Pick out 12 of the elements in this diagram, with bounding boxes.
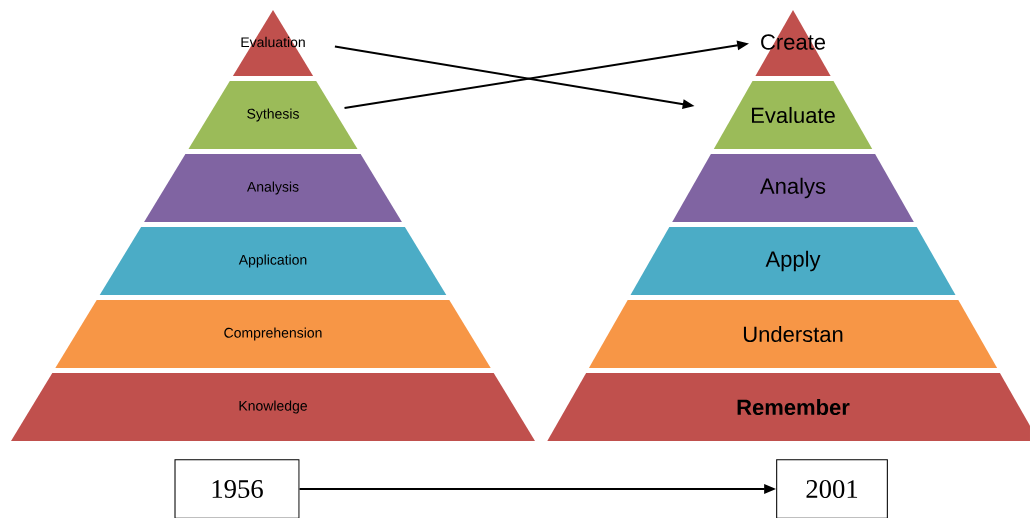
- pyramid-layer: Analysis: [144, 154, 402, 222]
- pyramid-layer: Sythesis: [188, 81, 358, 149]
- pyramid-layer: Knowledge: [11, 373, 535, 441]
- pyramid-layer: Application: [99, 227, 447, 295]
- pyramid-layer: Apply: [630, 227, 956, 295]
- year-box: 1956: [174, 459, 300, 518]
- pyramid-layer: Understan: [588, 300, 998, 368]
- pyramid-layer: Evaluate: [713, 81, 873, 149]
- pyramid-layer: Remember: [547, 373, 1030, 441]
- pyramid-layer: Comprehension: [55, 300, 491, 368]
- pyramid-layer: Analys: [672, 154, 914, 222]
- year-box: 2001: [776, 459, 888, 518]
